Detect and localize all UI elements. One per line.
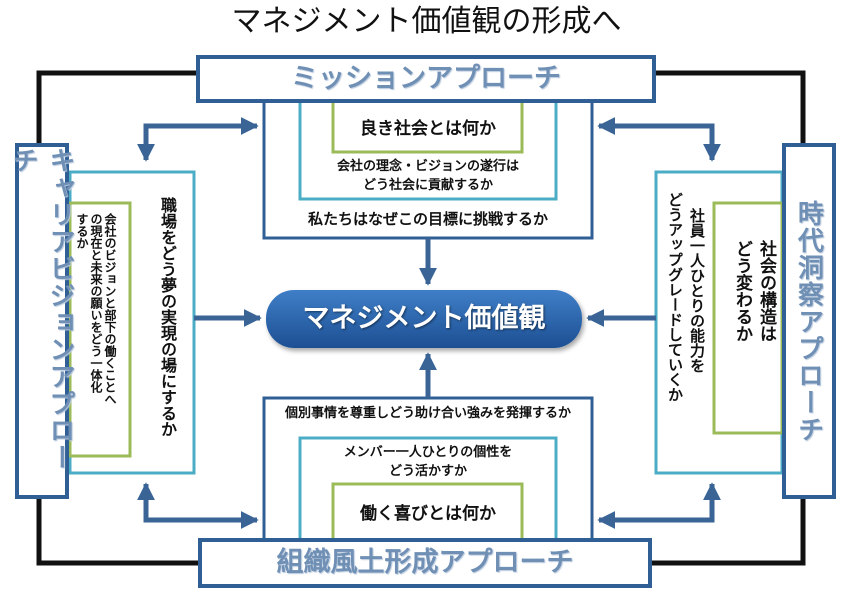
career-approach-label: キャリアビジョンアプローチ [8, 143, 75, 499]
culture-inner-box [331, 482, 524, 545]
arrow-culture-insight [597, 482, 721, 529]
mission-outer-text: 私たちはなぜこの目標に挑戦するか [307, 210, 548, 228]
insight-approach-label: 時代洞察アプローチ [782, 143, 836, 499]
career-inner-box [68, 201, 132, 458]
mission-middle-text: 会社の理念・ビジョンの遂行は どう社会に貢献するか [336, 159, 519, 193]
management-values-core: マネジメント価値観 [266, 290, 582, 348]
insight-inner-text-col1: 社会の構造は [756, 240, 776, 342]
insight-outer-text-col1: 社員一人ひとりの能力を [688, 208, 706, 373]
culture-middle-text: メンバー一人ひとりの個性を どう活かすか [343, 445, 513, 479]
diagram-title: マネジメント価値観の形成へ [231, 4, 622, 39]
mission-inner-text: 良き社会とは何か [360, 119, 496, 139]
career-outer-text: 職場をどう夢の実現の場にするか [158, 197, 177, 437]
mission-approach-label: ミッションアプローチ [196, 55, 656, 103]
arrow-career-culture [137, 482, 259, 529]
culture-outer-text: 個別事情を尊重しどう助け合い強みを発揮するか [284, 406, 571, 421]
insight-approach-label-text: 時代洞察アプローチ [793, 199, 824, 443]
career-inner-text-col3: するか [75, 213, 89, 249]
insight-outer-text-col2: どうアップグレードしていくか [666, 192, 684, 402]
career-inner-text-col2: の現在と未来の願いをどう一体化 [89, 213, 103, 393]
career-inner-text-col1: 会社のビジョンと部下の働くことへ [103, 213, 117, 405]
arrow-career-mission [137, 117, 259, 162]
insight-inner-box [712, 201, 784, 435]
arrow-mission-insight [597, 117, 721, 162]
culture-inner-text: 働く喜びとは何か [360, 504, 496, 524]
career-approach-label-text: キャリアビジョンアプローチ [8, 147, 75, 471]
culture-approach-label: 組織風土形成アプローチ [198, 538, 652, 588]
insight-inner-text-col2: どう変わるか [732, 240, 752, 342]
